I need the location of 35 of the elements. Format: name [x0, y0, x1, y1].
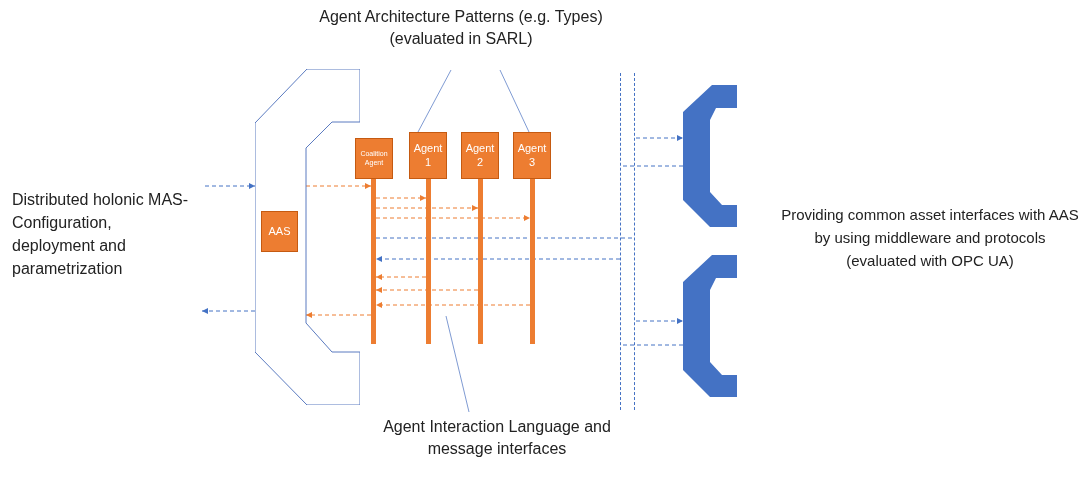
agent-box: Agent 2 [461, 132, 499, 179]
annotation-text: Agent Architecture Patterns (e.g. Types) [319, 7, 603, 27]
lifeline-bar [530, 179, 535, 344]
dashed-line [621, 344, 684, 346]
leader-line [417, 69, 452, 133]
annotation-text: Agent Interaction Language and message interfaces [382, 417, 612, 459]
dashed-arrow [375, 256, 621, 262]
dashed-arrow [201, 308, 256, 314]
dashed-arrow [305, 312, 372, 318]
dashed-arrow [375, 215, 531, 221]
dashed-bus-line [634, 73, 636, 410]
dashed-arrow [305, 183, 372, 189]
dashed-arrow [375, 195, 427, 201]
agent-box: AAS [261, 211, 298, 252]
dashed-arrow [204, 183, 256, 189]
dashed-arrow [375, 287, 479, 293]
leader-line [445, 315, 470, 413]
annotation-text: (evaluated in SARL) [389, 29, 533, 49]
dashed-arrow [375, 302, 531, 308]
dashed-arrow [635, 318, 684, 324]
dashed-arrow [375, 205, 479, 211]
dashed-line [375, 237, 635, 239]
lifeline-bar [478, 179, 483, 344]
annotation-text: (evaluated with OPC UA) [846, 251, 1014, 271]
annotation-text: Distributed holonic MAS-Configuration, deployment and parametrization [12, 190, 190, 279]
annotation-text: Providing common asset interfaces with AAS by using middleware and protocols [780, 205, 1080, 248]
dashed-line [621, 165, 684, 167]
dashed-bus-line [620, 73, 622, 410]
dashed-arrow [635, 135, 684, 141]
dashed-arrow [375, 274, 427, 280]
agent-box: Agent 1 [409, 132, 447, 179]
lifeline-bar [426, 179, 431, 344]
leader-line [499, 69, 530, 133]
agent-box: Agent 3 [513, 132, 551, 179]
lifeline-bar [371, 179, 376, 344]
